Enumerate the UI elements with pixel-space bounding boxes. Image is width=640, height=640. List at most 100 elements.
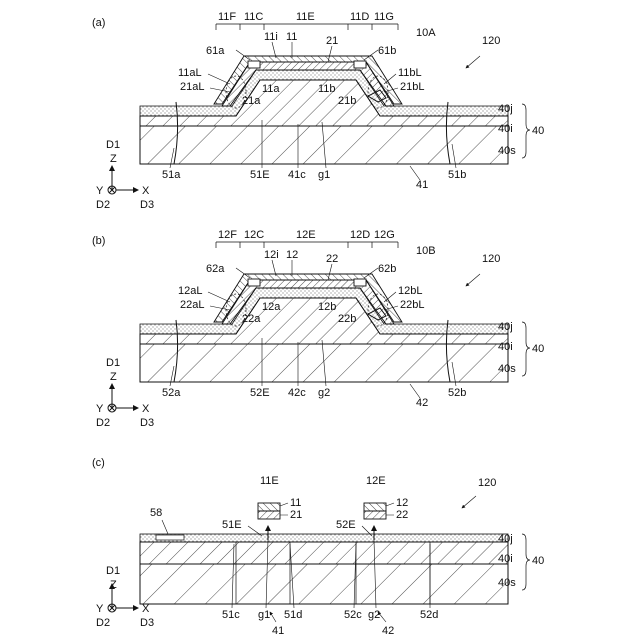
bottom-label-4: 52c — [344, 609, 362, 621]
layer-s-label: 40s — [498, 577, 516, 589]
gap-label: g1 — [318, 169, 330, 181]
pad-right-label: 62b — [378, 263, 396, 275]
right-top-end-label: 11bL — [398, 67, 422, 79]
right-top-part-label: 11b — [318, 83, 336, 95]
axis-y: Y — [96, 185, 104, 197]
hole-left-label: 51a — [162, 169, 181, 181]
apparatus-label: 120 — [482, 35, 500, 47]
dim-label-g: 12G — [374, 229, 395, 241]
panel-label: (c) — [92, 457, 105, 469]
film-stack-1: 11E 11 21 51E — [222, 475, 302, 540]
dimension-labels: 11F 11C 11E 11D 11G — [216, 11, 398, 30]
region-label: 42 — [416, 397, 428, 409]
panel-label: (a) — [92, 17, 105, 29]
bottom-label-2: g1 — [258, 609, 270, 621]
layer-group-label: 40 — [532, 555, 544, 567]
stack1-title: 11E — [260, 475, 279, 487]
layer-s-label: 40s — [498, 145, 516, 157]
hole-center-label: 52E — [250, 387, 270, 399]
right-top-part-label: 12b — [318, 301, 336, 313]
region1-label: 41 — [272, 625, 284, 637]
film-i-label: 12i — [264, 249, 279, 261]
dim-label-f: 11F — [218, 11, 236, 23]
axis-d3: D3 — [140, 617, 154, 629]
layer-i-label: 40i — [498, 553, 513, 565]
region2-label: 42 — [382, 625, 394, 637]
dim-label-e: 11E — [296, 11, 315, 23]
layer-j-label: 40j — [498, 321, 513, 333]
stack2-top-label: 12 — [396, 497, 408, 509]
axis-d1: D1 — [106, 565, 120, 577]
pad-left-label: 62a — [206, 263, 225, 275]
film-top-label: 12 — [286, 249, 298, 261]
hole-right-label: 51b — [448, 169, 466, 181]
layer-j-label: 40j — [498, 533, 513, 545]
substrate-stack — [140, 534, 508, 604]
bottom-label-1: 51c — [222, 609, 240, 621]
axis-z: Z — [110, 371, 117, 383]
axis-x: X — [142, 403, 150, 415]
left-top-part-label: 12a — [262, 301, 281, 313]
dim-label-e: 12E — [296, 229, 316, 241]
dim-label-d: 11D — [350, 11, 369, 23]
right-bottom-part-label: 21b — [338, 95, 356, 107]
axis-d2: D2 — [96, 199, 110, 211]
axis-d3: D3 — [140, 199, 154, 211]
left-bottom-end-label: 22aL — [180, 299, 204, 311]
film-bottom-label: 22 — [326, 253, 338, 265]
panel-a: (a) 11F 11C 11E 11D 11G — [92, 11, 544, 211]
stack1-top-label: 11 — [290, 497, 301, 509]
axis-x: X — [142, 185, 150, 197]
layer-j-label: 40j — [498, 103, 513, 115]
panel-b: (b) 12F 12C 12E 12D 12G 10B 120 — [92, 229, 544, 429]
layer-s-label: 40s — [498, 363, 516, 375]
hole-center-label: 51E — [250, 169, 270, 181]
bottom-label-6: 52d — [420, 609, 438, 621]
stack1-hole-label: 51E — [222, 519, 242, 531]
left-bottom-part-label: 22a — [242, 313, 261, 325]
axis-y: Y — [96, 603, 104, 615]
axis-d3: D3 — [140, 417, 154, 429]
axis-d1: D1 — [106, 357, 120, 369]
center-label: 41c — [288, 169, 306, 181]
center-label: 42c — [288, 387, 306, 399]
panel-label: (b) — [92, 235, 105, 247]
assembly-label: 10A — [416, 27, 436, 39]
dim-label-g: 11G — [374, 11, 394, 23]
hole-right-label: 52b — [448, 387, 466, 399]
axis-d2: D2 — [96, 617, 110, 629]
hole-left-label: 52a — [162, 387, 181, 399]
assembly-label: 10B — [416, 245, 436, 257]
panel-c: (c) 120 11E 11 21 51E 12E 12 22 — [92, 457, 544, 637]
right-bottom-end-label: 22bL — [400, 299, 424, 311]
film-top-label: 11 — [286, 31, 297, 43]
stack1-bottom-label: 21 — [290, 509, 302, 521]
film-bottom-label: 21 — [326, 35, 338, 47]
bottom-label-3: 51d — [284, 609, 302, 621]
left-top-part-label: 11a — [262, 83, 280, 95]
left-top-end-label: 11aL — [178, 67, 202, 79]
axis-x: X — [142, 603, 150, 615]
axis-d2: D2 — [96, 417, 110, 429]
region-label: 41 — [416, 179, 428, 191]
film-i-label: 11i — [264, 31, 278, 43]
bottom-label-5: g2 — [368, 609, 380, 621]
apparatus-label: 120 — [478, 477, 496, 489]
layer-group-label: 40 — [532, 343, 544, 355]
right-bottom-end-label: 21bL — [400, 81, 424, 93]
label-58: 58 — [150, 507, 162, 519]
stack2-bottom-label: 22 — [396, 509, 408, 521]
apparatus-label: 120 — [482, 253, 500, 265]
left-bottom-end-label: 21aL — [180, 81, 204, 93]
stack2-hole-label: 52E — [336, 519, 356, 531]
left-bottom-part-label: 21a — [242, 95, 261, 107]
layer-i-label: 40i — [498, 123, 513, 135]
right-bottom-part-label: 22b — [338, 313, 356, 325]
axis-y: Y — [96, 403, 104, 415]
left-top-end-label: 12aL — [178, 285, 202, 297]
axis-z: Z — [110, 579, 117, 591]
film-stack-2: 12E 12 22 52E — [336, 475, 408, 540]
pad-right-label: 61b — [378, 45, 396, 57]
dim-label-c: 11C — [244, 11, 263, 23]
